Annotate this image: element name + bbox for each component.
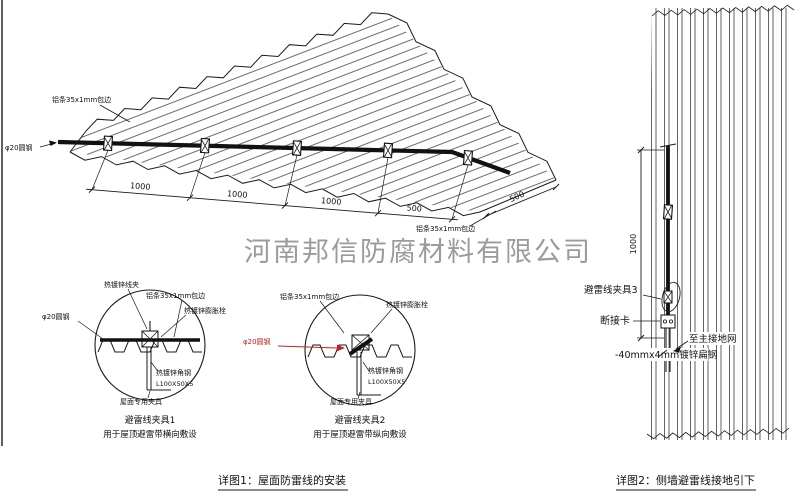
d1-strip-label: 铝条35x1mm包边 <box>146 291 205 300</box>
roof-dim-label-4: 500 <box>406 203 422 213</box>
watermark-text: 河南邦信防腐材料有限公司 <box>244 237 592 268</box>
fig1-caption: 详图1：屋面防雷线的安装 <box>218 473 346 487</box>
detail2-clamp-circle <box>277 294 416 406</box>
d2-subtitle: 用于屋顶避雷带纵向敷设 <box>313 429 407 440</box>
d1-roof-clamp-label: 屋面专用夹具 <box>120 397 162 406</box>
roof-dim-label-2: 1000 <box>227 189 248 200</box>
fig2-caption: 详图2：侧墙避雷线接地引下 <box>616 473 755 487</box>
d2-anchor-label: 热镀锌膨胀栓 <box>386 300 428 309</box>
roof-rod-left-label: φ20圆钢 <box>5 143 33 152</box>
d1-title: 避雷线夹具1 <box>125 414 176 426</box>
wall-clamp3-label: 避雷线夹具3 <box>584 284 638 296</box>
roof-dim-label-3: 1000 <box>321 196 342 207</box>
wall-to-ground-label: 至主接地网 <box>689 333 737 345</box>
detail1-clamp-circle <box>77 288 206 401</box>
d1-rod-label: φ20圆钢 <box>42 312 70 321</box>
roof-dim-label-1: 1000 <box>130 181 151 192</box>
wall-dim-label: 1000 <box>629 234 638 254</box>
d2-rod-label: φ20圆钢 <box>243 337 271 346</box>
d2-title: 避雷线夹具2 <box>335 414 386 426</box>
d1-clip-label: 热镀锌线夹 <box>104 280 139 289</box>
roof-isometric-view <box>57 12 557 217</box>
d1-angle-type-label: 热镀锌角钢 <box>156 368 191 377</box>
d1-anchor-label: 热镀锌膨胀栓 <box>184 306 226 315</box>
d2-strip-label: 铝条35x1mm包边 <box>280 292 339 301</box>
text-layer: 河南邦信防腐材料有限公司 铝条35x1mm包边 φ20圆钢 铝条35x1mm包边… <box>5 95 755 487</box>
side-wall-view <box>612 4 795 440</box>
roof-strip-top-label: 铝条35x1mm包边 <box>52 95 111 104</box>
d1-angle-size-label: L100X50X5 <box>156 380 193 388</box>
d2-angle-type-label: 热镀锌角钢 <box>368 366 403 375</box>
wall-disconnect-label: 断接卡 <box>600 314 630 327</box>
d2-roof-clamp-label: 屋面专用夹具 <box>330 397 372 406</box>
wall-flat-steel-label: -40mmx4mm镀锌扁钢 <box>615 349 717 361</box>
roof-strip-right-label: 铝条35x1mm包边 <box>416 224 475 233</box>
roof-dimension-chain <box>39 104 560 227</box>
d2-angle-size-label: L100X50X5 <box>368 378 405 386</box>
d1-subtitle: 用于屋顶避雷带横向敷设 <box>103 429 197 440</box>
